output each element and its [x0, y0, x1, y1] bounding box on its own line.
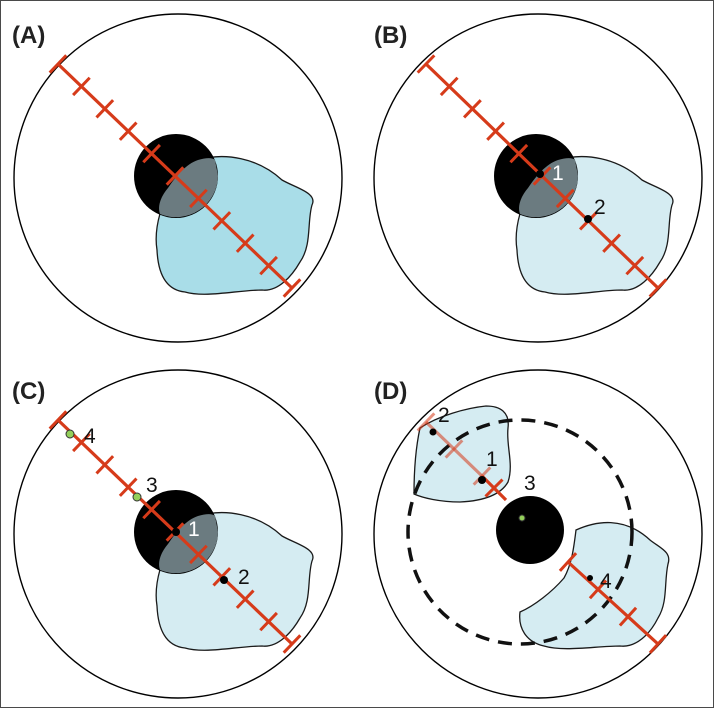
- scale-tick: [235, 589, 255, 609]
- panel-b: (B) 1 2: [373, 13, 703, 343]
- scale-tick: [235, 233, 255, 253]
- scale-tick: [439, 76, 459, 97]
- panel-c-field-circle: [13, 369, 343, 699]
- scale-tick: [416, 412, 436, 432]
- scale-tick: [118, 121, 138, 141]
- scale-tick: [165, 166, 185, 186]
- panel-d: (D) 1 2 3 4: [373, 369, 703, 699]
- panel-c-marker-4: [65, 429, 75, 439]
- scale-tick: [588, 579, 608, 600]
- panel-d-marker-4: [587, 575, 593, 581]
- scale-tick: [142, 143, 161, 164]
- panel-b-marker-1: [536, 170, 544, 178]
- panel-d-label: (D): [374, 378, 407, 405]
- panel-d-scale-line-outer: [558, 552, 668, 654]
- scale-tick: [444, 439, 464, 459]
- panel-d-field-circle: [373, 369, 703, 699]
- scale-tick: [625, 255, 645, 276]
- panel-a-field-circle: [13, 13, 343, 343]
- panel-d-marker-3: [518, 514, 526, 522]
- scale-tick: [189, 188, 208, 209]
- panel-c: (C) 1 2 3 4: [12, 369, 343, 699]
- panel-c-point-3-label: 3: [146, 474, 158, 497]
- panel-d-point-2-label: 2: [438, 404, 450, 427]
- panel-d-exclusion-ring: [406, 418, 634, 646]
- panel-b-point-2-label: 2: [594, 196, 606, 219]
- scale-tick: [95, 455, 115, 475]
- panel-d-point-3-label: 3: [524, 472, 536, 495]
- panel-d-point-4-label: 4: [600, 570, 612, 593]
- scale-tick: [618, 606, 638, 627]
- panel-d-point-1-label: 1: [486, 448, 498, 471]
- panel-d-marker-2: [429, 428, 437, 436]
- scale-tick: [95, 99, 115, 119]
- panel-b-point-1-label: 1: [552, 162, 564, 185]
- panel-c-point-4-label: 4: [84, 425, 96, 448]
- scale-tick: [259, 611, 278, 632]
- scale-tick: [555, 188, 575, 209]
- scale-tick: [189, 544, 208, 565]
- scale-tick: [509, 143, 529, 164]
- panel-c-marker-3: [132, 492, 142, 502]
- scale-tick: [648, 634, 668, 654]
- scale-tick: [602, 233, 622, 253]
- panel-b-field-circle: [373, 13, 703, 343]
- panel-b-label: (B): [374, 22, 407, 49]
- scale-tick: [282, 634, 302, 654]
- scale-tick: [48, 410, 68, 430]
- panel-c-label: (C): [12, 378, 45, 405]
- panel-c-marker-1: [172, 528, 180, 536]
- panel-c-point-1-label: 1: [188, 518, 200, 541]
- panel-a: (A): [12, 13, 343, 343]
- scale-tick: [259, 255, 278, 276]
- scale-tick: [72, 76, 91, 97]
- scale-tick: [142, 499, 161, 520]
- panel-c-point-2-label: 2: [238, 566, 250, 589]
- scale-tick: [118, 477, 138, 497]
- panel-d-optic-disc: [496, 496, 564, 564]
- panel-c-marker-2: [220, 576, 228, 584]
- scale-tick: [48, 54, 68, 74]
- scale-tick: [282, 278, 302, 298]
- scale-tick: [462, 99, 482, 119]
- scale-tick: [648, 278, 668, 298]
- scale-tick: [558, 552, 578, 572]
- panel-d-marker-1: [478, 476, 486, 484]
- panel-a-label: (A): [12, 22, 45, 49]
- panel-a-scale-line: [48, 54, 302, 298]
- scale-tick: [72, 432, 91, 453]
- scale-tick: [212, 211, 232, 231]
- scale-tick: [416, 54, 436, 74]
- scale-main-line: [566, 560, 660, 646]
- panel-b-marker-2: [584, 215, 592, 223]
- scale-tick: [486, 121, 506, 141]
- scale-tick: [484, 478, 504, 498]
